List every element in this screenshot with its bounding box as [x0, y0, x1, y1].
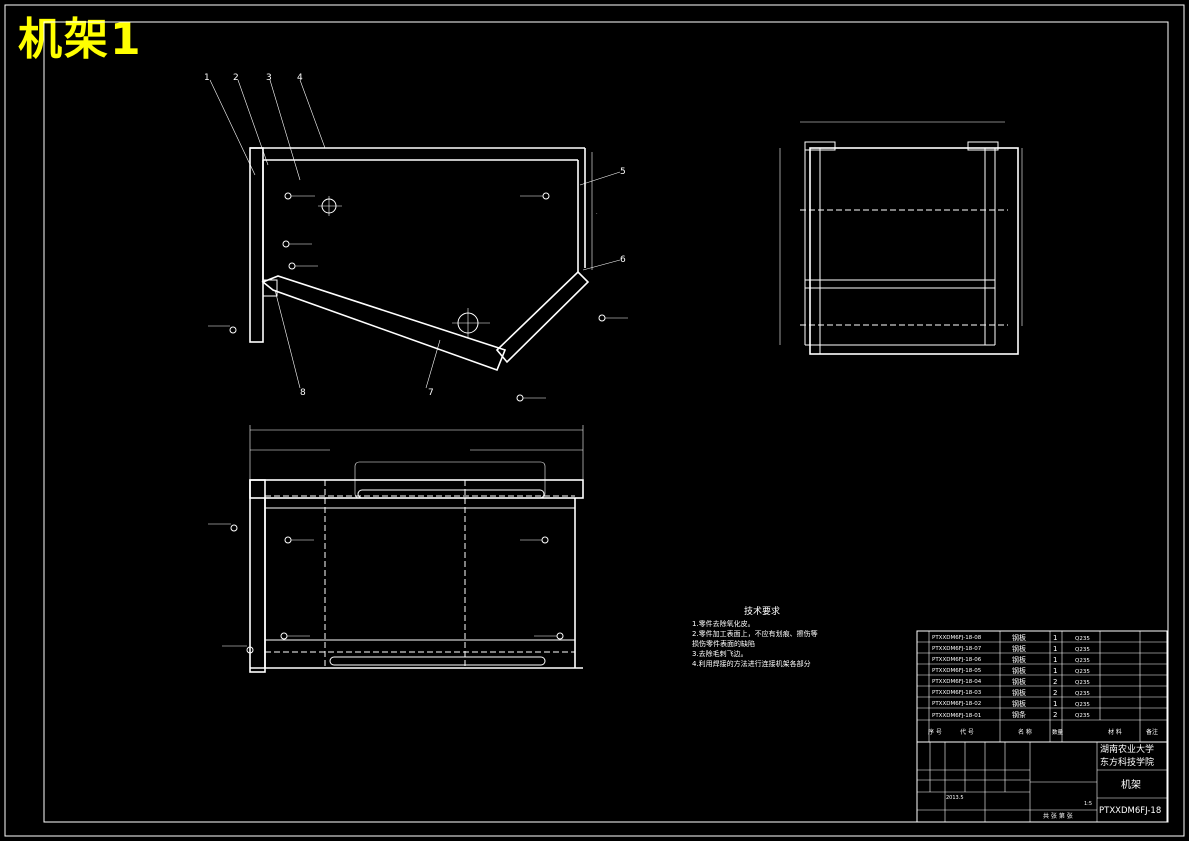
bom-material: Q235: [1075, 658, 1090, 664]
bom-material: Q235: [1075, 636, 1090, 642]
bom-qty: 1: [1053, 667, 1057, 675]
tech-item-4: 3.去除毛刺飞边。: [692, 649, 748, 658]
balloon-1: 1: [204, 73, 210, 83]
bom-name: 钢板: [1012, 677, 1026, 686]
bom-name: 钢板: [1012, 666, 1026, 675]
bom-name: 钢条: [1012, 710, 1026, 719]
bom-row-2: PTXXDM6FJ-18-07 钢板 1 Q235: [932, 644, 1090, 653]
bom-name: 钢板: [1012, 699, 1026, 708]
top-view: [208, 425, 584, 673]
bom-material: Q235: [1075, 713, 1090, 719]
part-name: 机架: [1121, 778, 1141, 791]
side-view: [779, 121, 1023, 355]
bom-code: PTXXDM6FJ-18-07: [932, 646, 982, 652]
bom-name: 钢板: [1012, 633, 1026, 642]
front-view: .: [204, 73, 628, 402]
svg-text:名 称: 名 称: [1018, 728, 1032, 736]
bom-row-3: PTXXDM6FJ-18-06 钢板 1 Q235: [932, 655, 1090, 664]
balloon-3: 3: [266, 73, 272, 83]
bom-code: PTXXDM6FJ-18-02: [932, 701, 981, 707]
tech-item-2: 2.零件加工表面上，不应有划痕、擦伤等: [692, 629, 818, 638]
balloon-4: 4: [297, 73, 303, 83]
drawing-title: 机架1: [18, 14, 143, 65]
bom-material: Q235: [1075, 669, 1090, 675]
bom-qty: 1: [1053, 700, 1057, 708]
outer-frame: [4, 4, 1185, 837]
bom-row-6: PTXXDM6FJ-18-03 钢板 2 Q235: [932, 688, 1090, 697]
bom-qty: 1: [1053, 656, 1057, 664]
bom-qty: 1: [1053, 645, 1057, 653]
scale: 1:5: [1084, 801, 1092, 807]
bom-name: 钢板: [1012, 644, 1026, 653]
bom-code: PTXXDM6FJ-18-05: [932, 668, 982, 674]
school-line-1: 湖南农业大学: [1100, 743, 1154, 755]
balloon-6: 6: [620, 255, 626, 265]
bom-code: PTXXDM6FJ-18-06: [932, 657, 982, 663]
bom-qty: 1: [1053, 634, 1057, 642]
tech-item-3: 损伤零件表面的缺陷: [692, 639, 755, 648]
left-post: [249, 147, 264, 343]
balloon-5: 5: [620, 167, 626, 177]
school-line-2: 东方科技学院: [1100, 756, 1154, 768]
bom-row-8: PTXXDM6FJ-18-01 钢条 2 Q235: [932, 710, 1090, 719]
bom-name: 钢板: [1012, 688, 1026, 697]
svg-text:代 号: 代 号: [960, 728, 974, 736]
svg-text:数量: 数量: [1052, 728, 1064, 736]
bom-row-4: PTXXDM6FJ-18-05 钢板 1 Q235: [932, 666, 1090, 675]
bom-code: PTXXDM6FJ-18-08: [932, 635, 982, 641]
bom-qty: 2: [1053, 711, 1057, 719]
side-plate: [495, 270, 590, 364]
balloon-8: 8: [300, 388, 306, 398]
bom-material: Q235: [1075, 702, 1090, 708]
bom-row-7: PTXXDM6FJ-18-02 钢板 1 Q235: [932, 699, 1090, 708]
svg-text:备注: 备注: [1146, 728, 1158, 736]
bom-code: PTXXDM6FJ-18-03: [932, 690, 982, 696]
balloon-7: 7: [428, 388, 434, 398]
bom-code: PTXXDM6FJ-18-04: [932, 679, 982, 685]
bom-material: Q235: [1075, 691, 1090, 697]
sheet-count: 共 张 第 张: [1043, 812, 1073, 820]
balloon-2: 2: [233, 73, 239, 83]
bom-table: PTXXDM6FJ-18-08 钢板 1 Q235 PTXXDM6FJ-18-0…: [916, 630, 1168, 743]
drawing-number: PTXXDM6FJ-18: [1099, 806, 1161, 816]
svg-text:序 号: 序 号: [928, 728, 942, 736]
inner-frame: [43, 21, 1169, 823]
bom-row-5: PTXXDM6FJ-18-04 钢板 2 Q235: [932, 677, 1090, 686]
bom-header: 序 号 代 号 名 称 数量 材 料 备注: [928, 728, 1158, 736]
bom-material: Q235: [1075, 680, 1090, 686]
date: 2013.5: [946, 795, 964, 801]
inclined-plate: [261, 275, 507, 372]
bom-row-1: PTXXDM6FJ-18-08 钢板 1 Q235: [932, 633, 1090, 642]
svg-text:材 料: 材 料: [1108, 728, 1122, 736]
bom-name: 钢板: [1012, 655, 1026, 664]
tech-item-1: 1.零件去除氧化皮。: [692, 619, 755, 628]
tech-heading: 技术要求: [744, 605, 780, 617]
bom-qty: 2: [1053, 689, 1057, 697]
bom-code: PTXXDM6FJ-18-01: [932, 713, 981, 719]
title-block: 湖南农业大学 东方科技学院 机架 PTXXDM6FJ-18 1:5 2013.5…: [916, 741, 1168, 823]
tech-requirements: 技术要求 1.零件去除氧化皮。 2.零件加工表面上，不应有划痕、擦伤等 损伤零件…: [692, 605, 818, 668]
bom-qty: 2: [1053, 678, 1057, 686]
bom-material: Q235: [1075, 647, 1090, 653]
svg-text:.: .: [596, 210, 598, 216]
tech-item-5: 4.利用焊接的方法进行连接机架各部分: [692, 659, 811, 668]
